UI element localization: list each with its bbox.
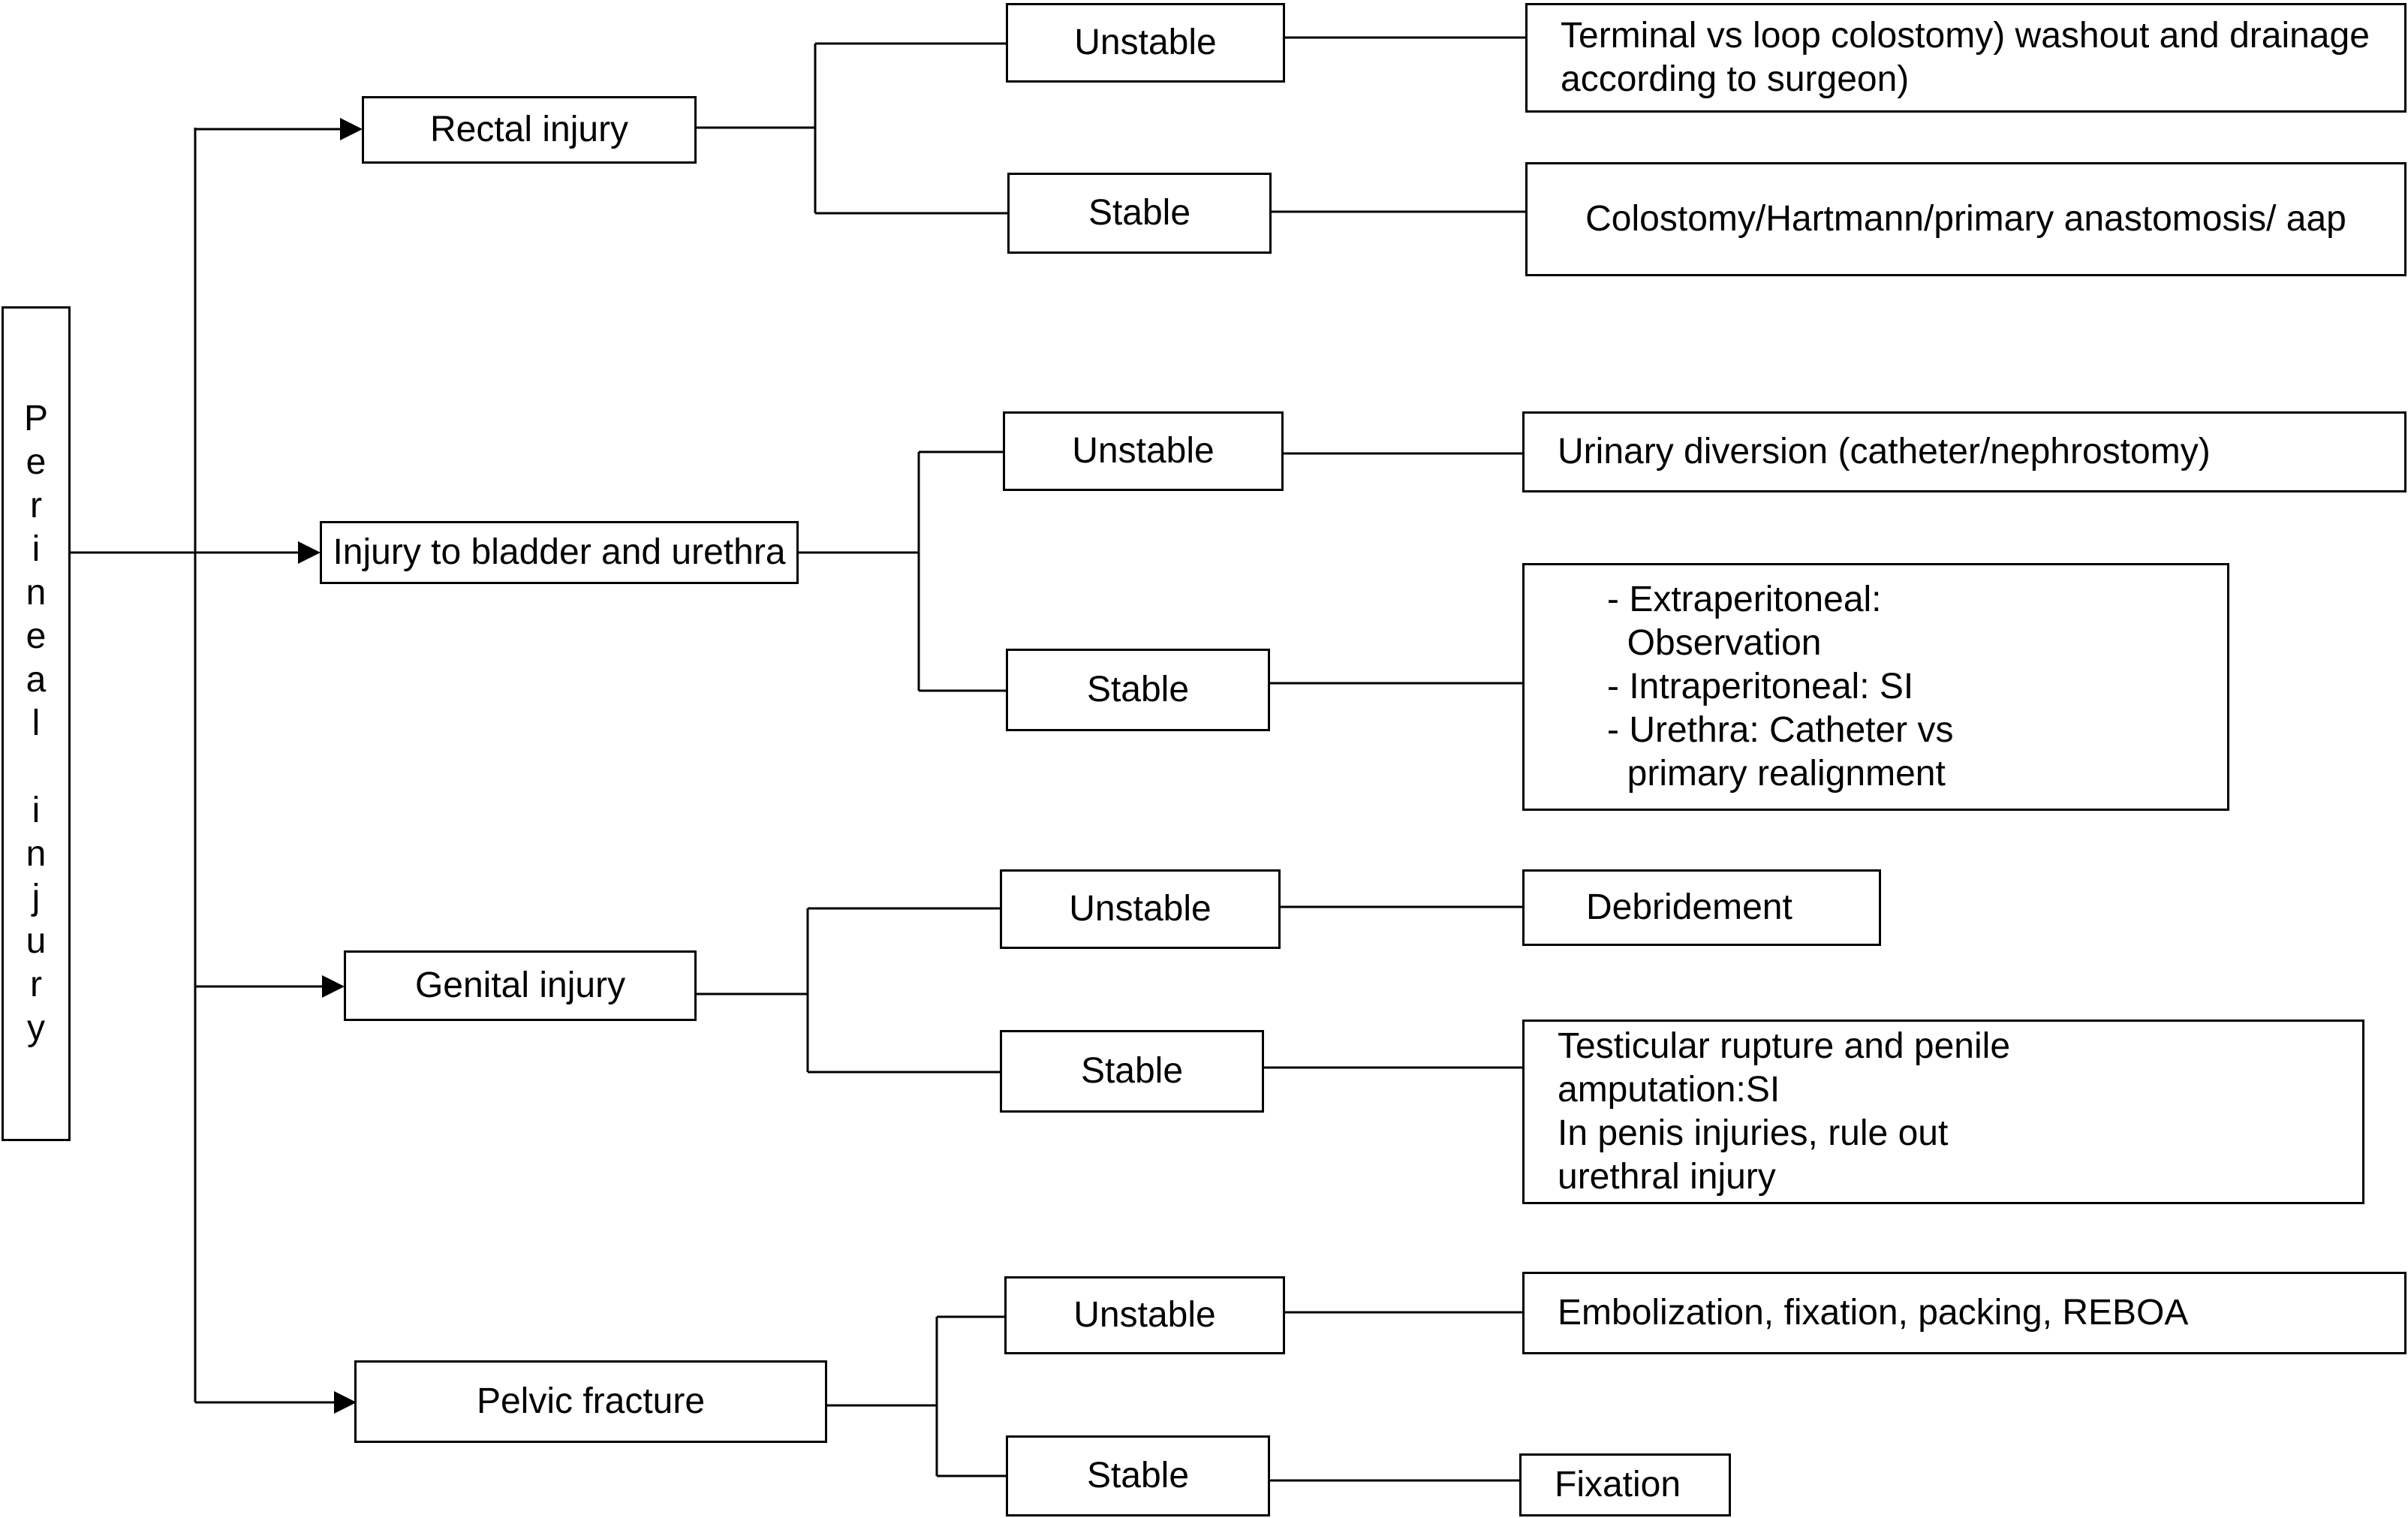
root-letter — [14, 745, 59, 789]
node-pelvic-fracture: Pelvic fracture — [354, 1360, 827, 1443]
node-pelvic-unstable: Unstable — [1004, 1276, 1285, 1354]
node-genital-stable-action: Testicular rupture and penile amputation… — [1522, 1020, 2364, 1204]
node-genital-injury: Genital injury — [344, 950, 697, 1021]
node-pelvic-unstable-action: Embolization, fixation, packing, REBOA — [1522, 1272, 2406, 1354]
node-label: Unstable — [1069, 889, 1212, 929]
node-rectal-stable: Stable — [1007, 173, 1272, 254]
node-label: Debridement — [1586, 887, 1792, 927]
node-label: Stable — [1086, 670, 1190, 709]
root-letter: y — [27, 1008, 45, 1048]
root-letter: j — [32, 878, 41, 917]
node-label: Fixation — [1555, 1465, 1681, 1504]
node-genital-unstable: Unstable — [1000, 869, 1281, 949]
node-pelvic-stable: Stable — [1006, 1435, 1270, 1516]
node-label: Injury to bladder and urethra — [333, 532, 786, 572]
node-genital-stable: Stable — [1000, 1030, 1264, 1113]
root-letter: l — [32, 703, 41, 743]
node-bladder-unstable: Unstable — [1003, 411, 1284, 491]
root-letter: r — [30, 965, 42, 1004]
node-rectal-stable-action: Colostomy/Hartmann/primary anastomosis/ … — [1525, 162, 2406, 276]
node-label: Stable — [1088, 193, 1191, 233]
node-label: Testicular rupture and penile amputation… — [1558, 1026, 2011, 1197]
root-letter: e — [26, 616, 47, 656]
root-letter: i — [32, 529, 41, 569]
node-pelvic-stable-action: Fixation — [1519, 1453, 1731, 1516]
node-label: Pelvic fracture — [476, 1381, 706, 1421]
node-label: Rectal injury — [429, 110, 629, 149]
node-label: Stable — [1086, 1456, 1190, 1495]
root-node-perineal-injury: P e r i n e a l i n j u r y — [2, 306, 71, 1141]
node-label: Colostomy/Hartmann/primary anastomosis/ … — [1585, 199, 2346, 239]
node-label: Unstable — [1074, 23, 1217, 62]
node-genital-unstable-action: Debridement — [1522, 869, 1881, 946]
node-bladder-stable: Stable — [1006, 649, 1270, 731]
root-letter: i — [32, 791, 41, 830]
node-label: Unstable — [1073, 1295, 1216, 1335]
node-label: - Extraperitoneal: Observation - Intrape… — [1607, 580, 1954, 794]
node-label: Embolization, fixation, packing, REBOA — [1558, 1293, 2189, 1333]
root-letter: e — [26, 442, 47, 482]
node-rectal-unstable-action: Terminal vs loop colostomy) washout and … — [1525, 3, 2406, 113]
node-bladder-stable-action: - Extraperitoneal: Observation - Intrape… — [1522, 563, 2229, 811]
node-rectal-injury: Rectal injury — [362, 96, 697, 164]
root-letter: r — [30, 486, 42, 526]
node-label: Unstable — [1072, 431, 1215, 471]
node-rectal-unstable: Unstable — [1006, 3, 1285, 83]
node-label: Genital injury — [414, 965, 626, 1005]
node-bladder-unstable-action: Urinary diversion (catheter/nephrostomy) — [1522, 411, 2406, 492]
node-bladder-urethra: Injury to bladder and urethra — [320, 521, 799, 584]
root-letter: u — [26, 921, 47, 961]
root-letter: P — [23, 399, 48, 438]
root-letter: a — [26, 660, 47, 700]
node-label: Stable — [1080, 1051, 1184, 1091]
node-label: Terminal vs loop colostomy) washout and … — [1561, 16, 2370, 99]
root-letter: n — [26, 573, 47, 613]
root-letter: n — [26, 834, 47, 874]
node-label: Urinary diversion (catheter/nephrostomy) — [1558, 432, 2211, 471]
